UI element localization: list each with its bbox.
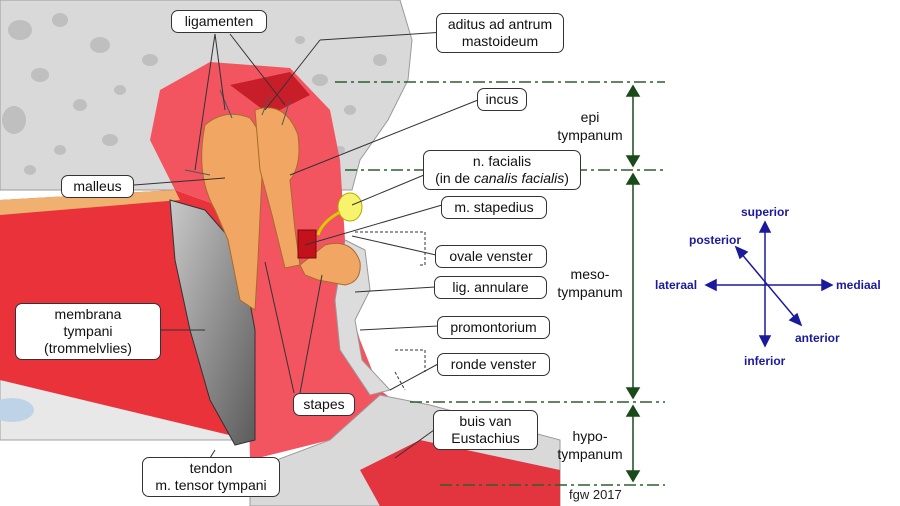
facial-nerve xyxy=(337,192,363,222)
eustachian-tube xyxy=(360,440,560,506)
label-membrana-line3: (trommelvlies) xyxy=(44,340,132,356)
label-m-stapedius: m. stapedius xyxy=(441,196,547,219)
zone-epitympanum: epi tympanum xyxy=(555,108,625,144)
label-tendon-line2: m. tensor tympani xyxy=(155,477,267,493)
label-malleus: malleus xyxy=(61,175,134,198)
label-membrana-line2: tympani xyxy=(63,323,113,339)
label-lig-annulare: lig. annulare xyxy=(434,276,547,299)
label-canalis-facialis: canalis facialis xyxy=(473,170,565,186)
label-aditus-line1: aditus ad antrum xyxy=(447,16,553,32)
label-n-facialis-line2a: (in de xyxy=(435,170,474,186)
label-stapes: stapes xyxy=(293,393,355,416)
label-tendon-tensor-tympani: tendon m. tensor tympani xyxy=(142,457,280,497)
zone-hypo-line1: hypo- xyxy=(572,428,608,444)
label-ligamenten: ligamenten xyxy=(171,10,267,33)
compass-anterior: anterior xyxy=(795,331,840,345)
label-n-facialis: n. facialis (in de canalis facialis) xyxy=(423,150,581,190)
compass-inferior: inferior xyxy=(744,354,786,368)
label-incus: incus xyxy=(477,88,527,111)
zone-divider-lines xyxy=(335,81,665,486)
zone-meso-line2: tympanum xyxy=(557,284,623,300)
ligament-lines xyxy=(184,89,291,176)
label-eustachius-line1: buis van xyxy=(459,413,512,429)
zone-meso-line1: meso- xyxy=(570,266,610,282)
leader-lines xyxy=(133,31,479,459)
label-membrana-tympani: membrana tympani (trommelvlies) xyxy=(15,303,161,360)
zone-hypo-line2: tympanum xyxy=(557,446,623,462)
compass-superior: superior xyxy=(741,205,790,219)
zone-mesotympanum: meso- tympanum xyxy=(555,265,625,301)
credit-text: fgw 2017 xyxy=(569,487,622,502)
zone-arrows xyxy=(625,84,641,483)
orientation-compass xyxy=(704,220,834,348)
label-promontorium: promontorium xyxy=(437,316,550,339)
bone-pores xyxy=(2,13,387,175)
label-ronde-venster: ronde venster xyxy=(437,353,550,376)
zone-epi-line1: epi xyxy=(580,109,600,125)
dashed-brackets xyxy=(355,231,426,391)
label-aditus-line2: mastoideum xyxy=(461,33,539,49)
label-membrana-line1: membrana xyxy=(54,306,122,322)
compass-lateraal: lateraal xyxy=(655,278,698,292)
label-aditus-ad-antrum: aditus ad antrum mastoideum xyxy=(436,13,564,53)
compass-posterior: posterior xyxy=(689,233,742,247)
label-tendon-line1: tendon xyxy=(189,460,233,476)
label-n-facialis-line1: n. facialis xyxy=(472,153,532,169)
zone-epi-line2: tympanum xyxy=(557,127,623,143)
compass-mediaal: mediaal xyxy=(836,278,881,292)
label-eustachius-line2: Eustachius xyxy=(451,430,520,446)
label-ovale-venster: ovale venster xyxy=(435,245,547,268)
label-n-facialis-line2b: ) xyxy=(564,170,569,186)
label-buis-van-eustachius: buis van Eustachius xyxy=(433,410,538,450)
zone-hypotympanum: hypo- tympanum xyxy=(555,427,625,463)
